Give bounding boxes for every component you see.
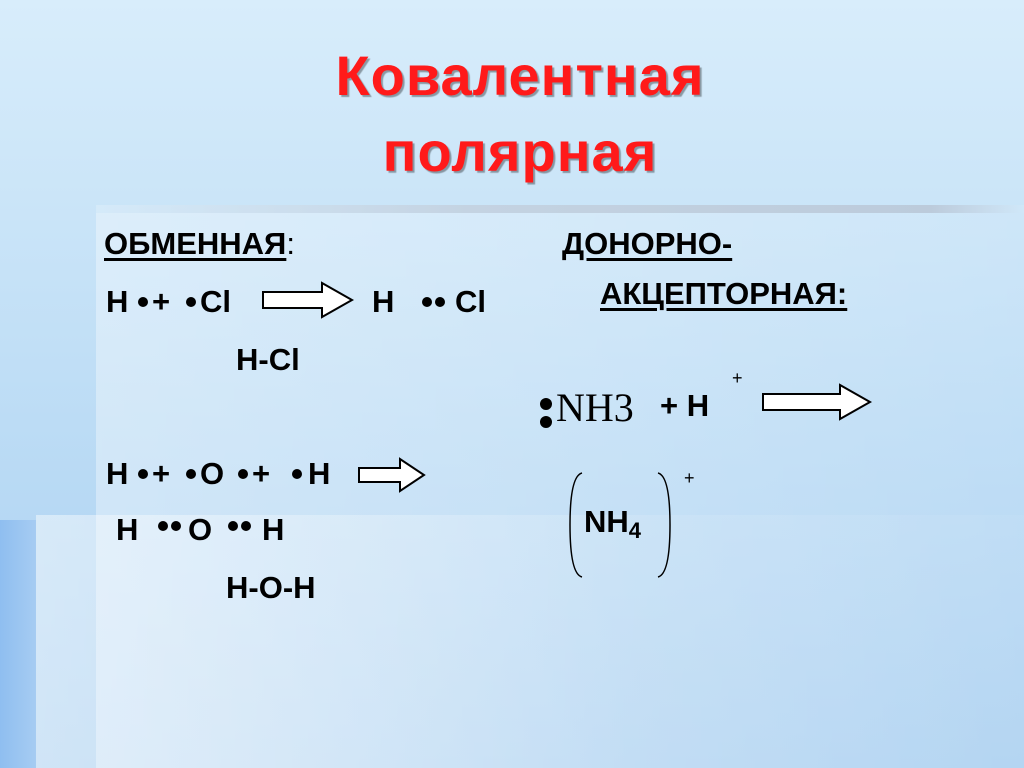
arrow-right-icon [762, 383, 873, 421]
lone-pair-dot [540, 416, 552, 428]
water-plus-1: + [152, 456, 171, 491]
hcl-bond-formula: H-Cl [236, 342, 300, 377]
ammonium-subscript: 4 [628, 518, 642, 543]
background-left-strip [0, 520, 36, 768]
exchange-heading-colon: : [286, 226, 295, 261]
ammonium-formula: NH4 [584, 504, 641, 549]
electron-dot [238, 469, 248, 479]
arrow-right-icon [262, 281, 355, 319]
water-o-atom: O [200, 456, 225, 491]
electron-dot [138, 297, 148, 307]
exchange-heading-text: ОБМЕННАЯ [104, 226, 287, 261]
ammonia-formula: NH3 [556, 385, 634, 430]
water-h-atom-2: H [308, 456, 331, 491]
background-band-middle [36, 515, 1024, 768]
background-band-top [96, 205, 1024, 213]
water-product-o: O [188, 512, 213, 547]
arrow-right-icon [358, 457, 426, 493]
water-bond-formula: H-O-H [226, 570, 316, 605]
hcl-cl-atom: Cl [200, 284, 231, 319]
ammonium-charge: + [684, 468, 695, 488]
slide-title-line1: Ковалентная [335, 44, 705, 107]
donor-acceptor-heading-line2: АКЦЕПТОРНАЯ: [600, 276, 848, 311]
electron-dot [435, 297, 445, 307]
ammonium-nh: NH [584, 504, 629, 539]
electron-dot [158, 521, 168, 531]
donor-acceptor-heading-line1: ДОНОРНО- [562, 226, 733, 261]
electron-dot [186, 469, 196, 479]
bracket-left-icon [569, 472, 583, 578]
bracket-right-icon [657, 472, 671, 578]
water-plus-2: + [252, 456, 271, 491]
hcl-product-h: H [372, 284, 395, 319]
water-h-atom-1: H [106, 456, 129, 491]
proton-plus-h: + H [660, 388, 710, 423]
electron-dot [228, 521, 238, 531]
lone-pair-dot [540, 398, 552, 410]
electron-dot [171, 521, 181, 531]
water-product-h-2: H [262, 512, 285, 547]
hcl-product-cl: Cl [455, 284, 486, 319]
electron-dot [241, 521, 251, 531]
water-product-h-1: H [116, 512, 139, 547]
electron-dot [138, 469, 148, 479]
exchange-heading: ОБМЕННАЯ: [104, 226, 295, 262]
electron-dot [186, 297, 196, 307]
slide-title-line2: полярная [382, 120, 658, 183]
background-panel [96, 213, 1024, 768]
hcl-h-atom: H [106, 284, 129, 319]
electron-dot [292, 469, 302, 479]
proton-charge: + [732, 368, 743, 388]
electron-dot [422, 297, 432, 307]
hcl-plus: + [152, 284, 171, 319]
